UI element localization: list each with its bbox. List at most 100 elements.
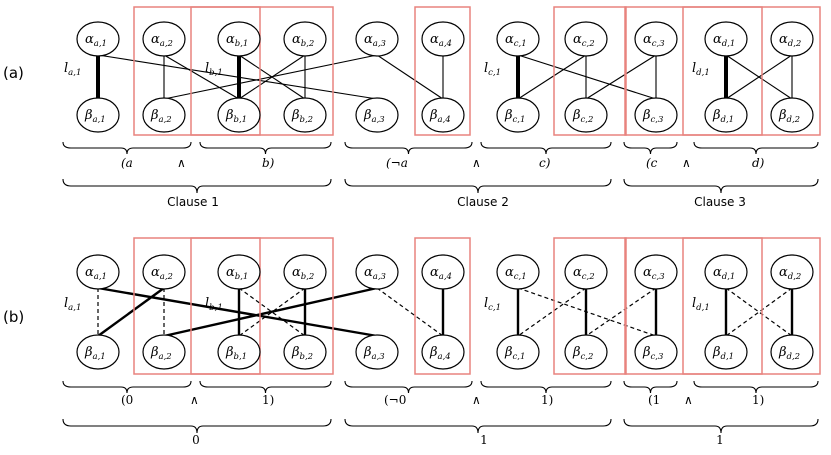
alpha-label-b-3: αb,2	[292, 265, 314, 282]
edge-a-20	[725, 54, 793, 100]
beta-label-b-0: βa,1	[84, 345, 106, 362]
group-box-b-5	[682, 237, 763, 375]
alpha-label-b-8: αc,3	[643, 265, 665, 282]
beta-label-b-5: βa,4	[429, 345, 451, 362]
alpha-label-a-3: αb,2	[292, 32, 314, 49]
literal-b-4: ∧	[472, 393, 481, 407]
alpha-node-a-3	[283, 21, 327, 57]
beta-node-a-5	[421, 97, 465, 133]
beta-node-b-9	[704, 334, 748, 370]
alpha-label-b-6: αc,1	[505, 265, 527, 282]
panel-b-label: (b)	[3, 308, 24, 326]
edge-a-8	[163, 54, 378, 100]
alpha-label-a-4: αa,3	[364, 32, 386, 49]
literal-brace-b-5	[693, 380, 819, 394]
group-box-a-2	[414, 6, 471, 136]
alpha-label-b-9: αd,1	[713, 265, 735, 282]
beta-label-b-2: βb,1	[225, 345, 247, 362]
alpha-node-a-6	[496, 21, 540, 57]
alpha-label-a-2: αb,1	[226, 32, 248, 49]
literal-brace-a-0	[62, 141, 192, 155]
beta-label-a-2: βb,1	[225, 108, 247, 125]
edge-b-14	[517, 287, 587, 337]
literal-brace-a-2	[344, 141, 473, 155]
edge-a-3	[163, 54, 240, 100]
clause-a-1: Clause 1	[167, 195, 219, 209]
beta-node-a-2	[217, 97, 261, 133]
beta-node-a-6	[496, 97, 540, 133]
alpha-node-a-8	[634, 21, 678, 57]
beta-node-b-6	[496, 334, 540, 370]
clause-brace-a-1	[344, 178, 612, 194]
edge-a-9	[376, 54, 444, 100]
beta-node-b-10	[770, 334, 814, 370]
alpha-node-b-9	[704, 254, 748, 290]
literal-brace-a-1	[199, 141, 332, 155]
clause-a-2: Clause 2	[457, 195, 509, 209]
literal-b-0: (0	[121, 393, 133, 407]
beta-node-b-2	[217, 334, 261, 370]
edge-b-8	[163, 286, 378, 338]
edge-label-a-6: lc,1	[484, 61, 501, 78]
beta-label-a-3: βb,2	[291, 108, 313, 125]
beta-label-a-8: βc,3	[642, 108, 663, 125]
alpha-node-b-6	[496, 254, 540, 290]
literal-b-3: (¬0	[384, 393, 406, 407]
literal-b-7: ∧	[684, 393, 693, 407]
edge-b-1	[97, 286, 378, 338]
alpha-label-b-5: αa,4	[430, 265, 452, 282]
alpha-node-b-7	[564, 254, 608, 290]
edge-a-14	[517, 54, 587, 100]
literal-brace-b-0	[62, 380, 192, 394]
literal-brace-b-4	[623, 380, 678, 394]
literal-b-5: 1)	[541, 393, 553, 407]
clause-brace-b-0	[62, 418, 332, 434]
literal-a-5: c)	[539, 156, 551, 170]
edge-a-15	[585, 54, 657, 100]
literal-b-6: (1	[648, 393, 660, 407]
beta-label-a-5: βa,4	[429, 108, 451, 125]
group-box-a-5	[682, 6, 763, 136]
literal-brace-a-3	[480, 141, 612, 155]
alpha-node-a-10	[770, 21, 814, 57]
clause-b-1: 0	[192, 433, 200, 447]
alpha-label-b-2: αb,1	[226, 265, 248, 282]
alpha-node-a-1	[142, 21, 186, 57]
literal-a-1: ∧	[177, 156, 186, 170]
literal-brace-b-3	[480, 380, 612, 394]
alpha-label-b-0: αa,1	[85, 265, 107, 282]
alpha-label-a-10: αd,2	[779, 32, 801, 49]
alpha-label-a-5: αa,4	[430, 32, 452, 49]
literal-brace-b-2	[344, 380, 473, 394]
clause-brace-b-2	[623, 418, 819, 434]
beta-node-a-10	[770, 97, 814, 133]
beta-label-a-1: βa,2	[150, 108, 172, 125]
edge-b-20	[725, 287, 793, 337]
beta-node-b-4	[355, 334, 399, 370]
alpha-label-b-1: αa,2	[151, 265, 173, 282]
panel-b: αa,1βa,1la,1αa,2βa,2αb,1βb,1lb,1αb,2βb,2…	[62, 237, 821, 434]
beta-node-b-7	[564, 334, 608, 370]
beta-label-b-3: βb,2	[291, 345, 313, 362]
alpha-node-b-3	[283, 254, 327, 290]
edge-b-18	[725, 287, 793, 337]
alpha-node-a-2	[217, 21, 261, 57]
beta-label-a-6: βc,1	[504, 108, 525, 125]
beta-label-a-9: βd,1	[712, 108, 734, 125]
beta-label-b-10: βd,2	[778, 345, 800, 362]
alpha-label-b-10: αd,2	[779, 265, 801, 282]
literal-brace-b-1	[199, 380, 332, 394]
literal-b-8: 1)	[752, 393, 764, 407]
alpha-node-b-1	[142, 254, 186, 290]
literal-b-1: ∧	[190, 393, 199, 407]
alpha-node-b-4	[355, 254, 399, 290]
beta-node-a-8	[634, 97, 678, 133]
literal-a-0: (a	[121, 156, 133, 170]
group-box-a-1	[190, 6, 261, 136]
beta-label-a-7: βc,2	[572, 108, 593, 125]
literal-b-2: 1)	[262, 393, 274, 407]
edge-label-a-9: ld,1	[692, 61, 710, 78]
literal-a-7: ∧	[682, 156, 691, 170]
edge-label-a-0: la,1	[64, 61, 81, 78]
